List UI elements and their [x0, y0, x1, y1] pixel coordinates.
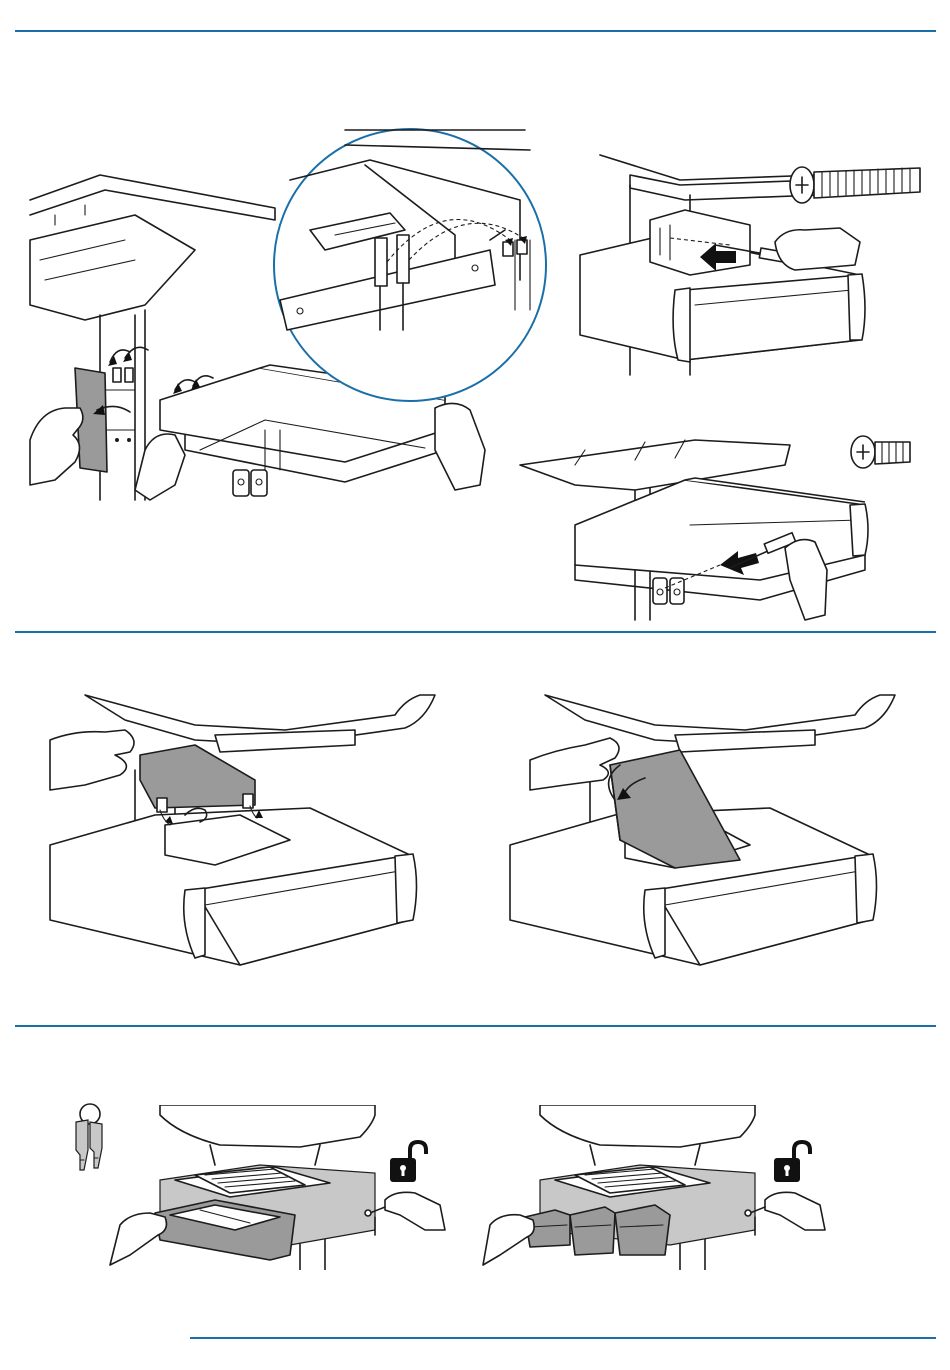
section-rule-lower [15, 1025, 936, 1027]
long-screw-icon [790, 167, 920, 203]
unlocked-padlock-icon [772, 1140, 812, 1185]
illustration-secure-short-screw [515, 430, 930, 625]
illustration-fold-cover-down [505, 690, 925, 975]
illustration-unlock-open-single-drawer [100, 1105, 450, 1270]
illustration-position-cover [45, 690, 465, 975]
unlocked-padlock-icon [388, 1140, 428, 1185]
illustration-secure-long-screw [570, 150, 930, 380]
illustration-slide-drawer-onto-brackets [25, 90, 555, 510]
illustration-unlock-open-triple-drawer [475, 1105, 835, 1270]
section-rule-middle [15, 631, 936, 633]
short-screw-icon [851, 436, 910, 468]
section-rule-bottom [190, 1337, 936, 1339]
section-rule-top [15, 30, 936, 32]
